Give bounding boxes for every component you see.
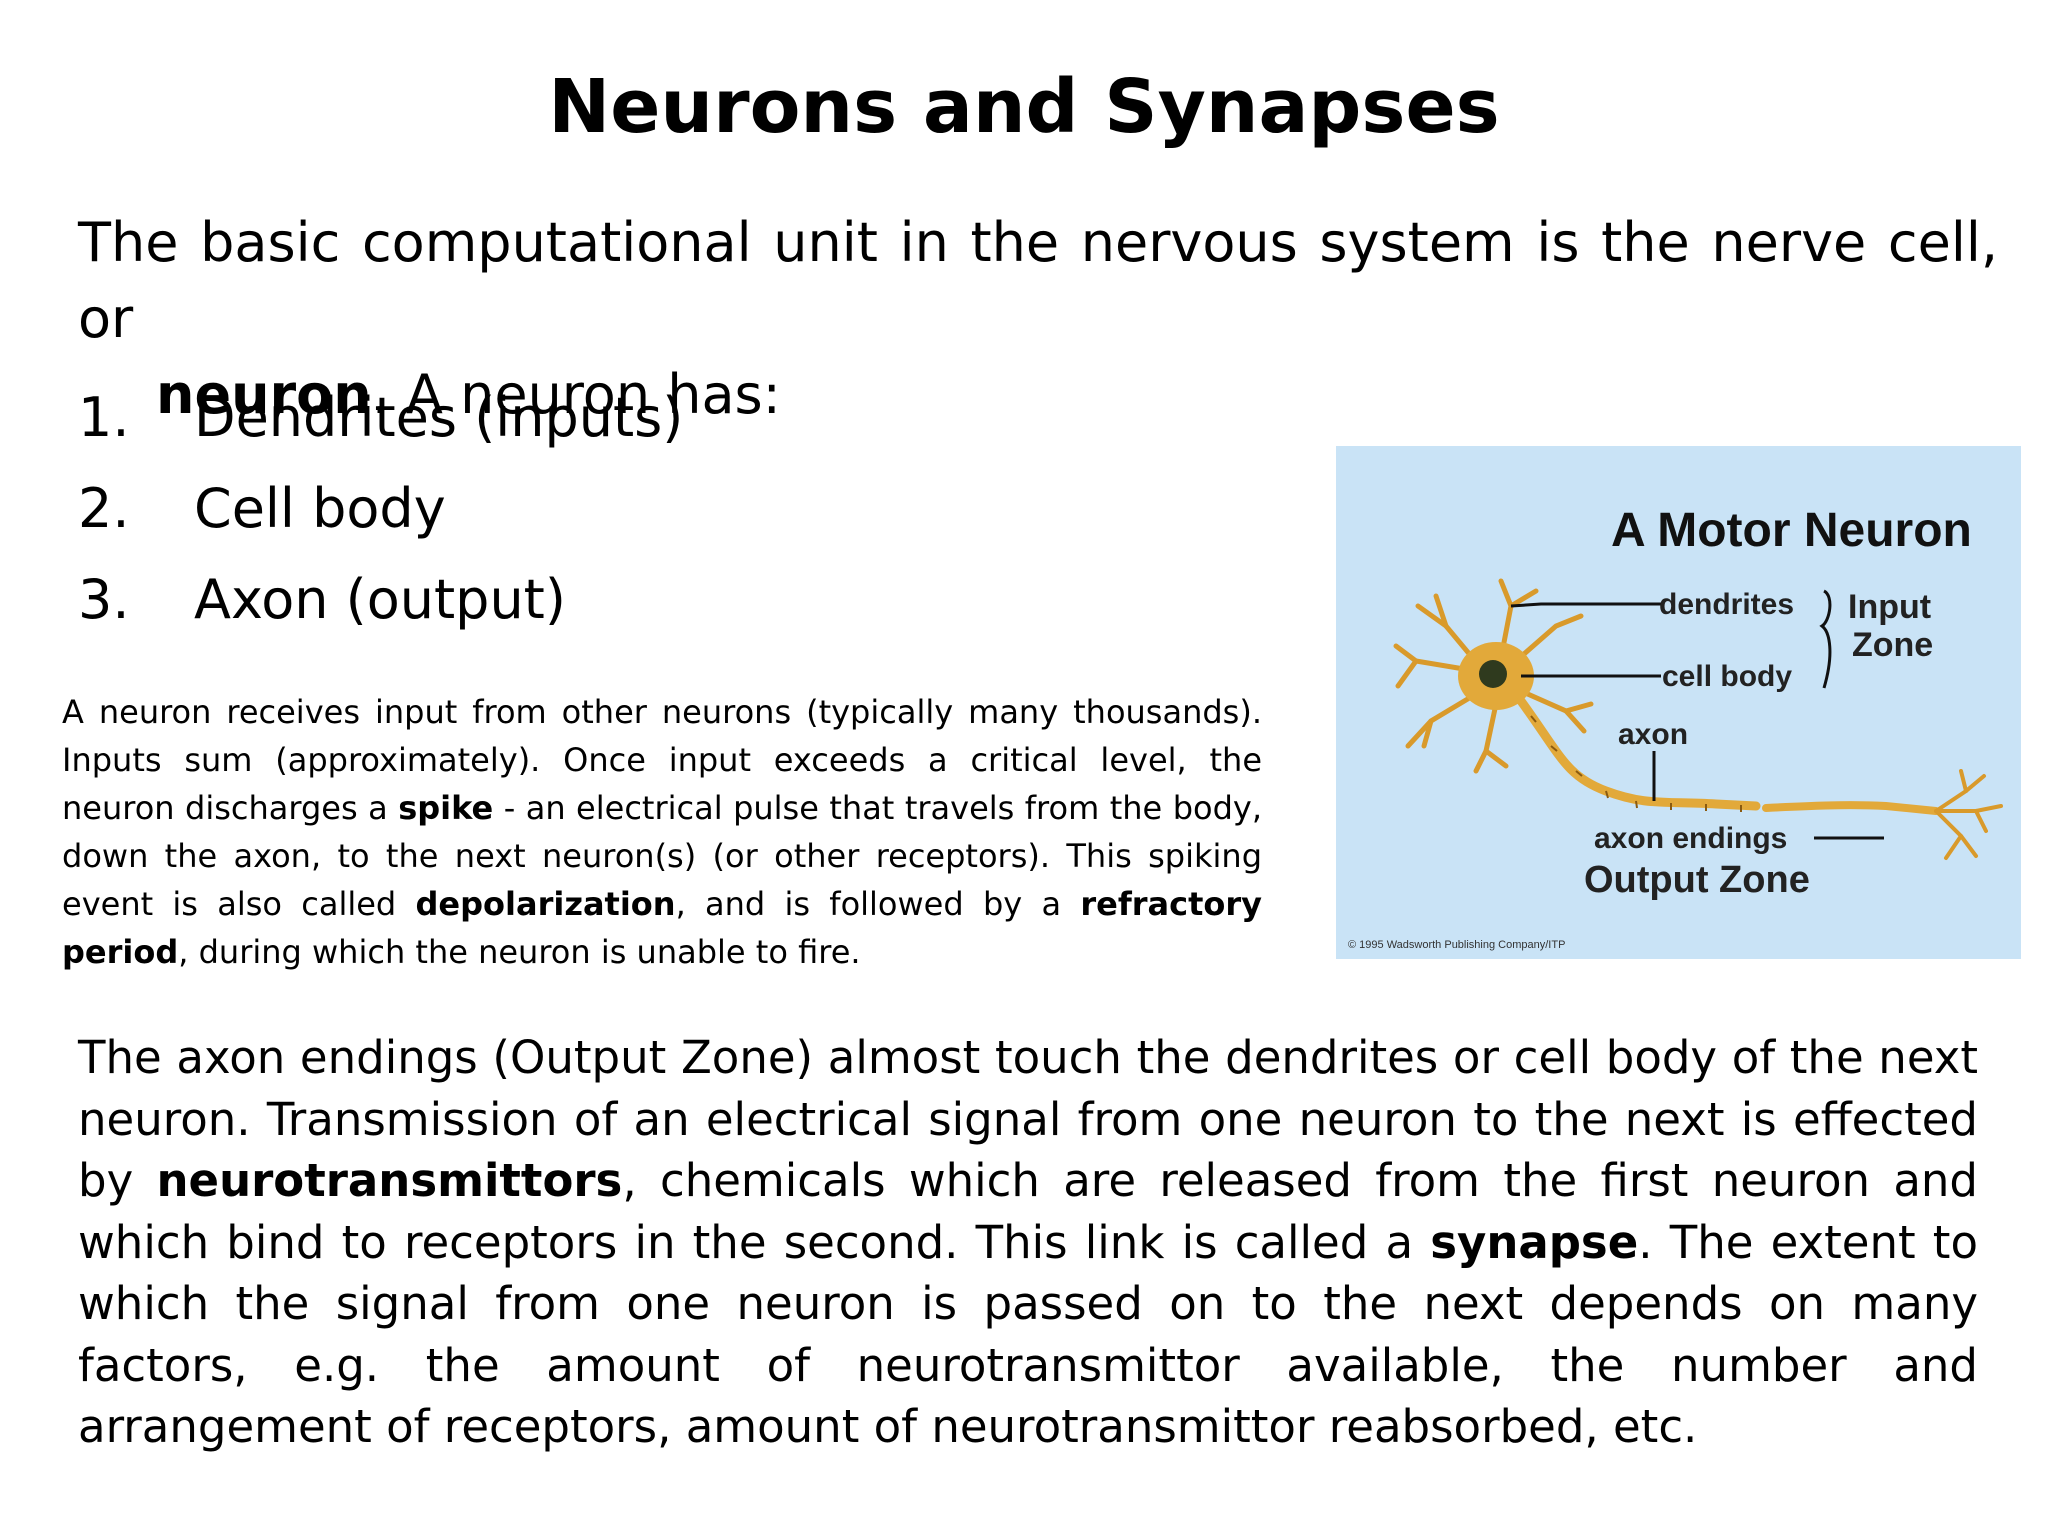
neuron-parts-list: 1. Dendrites (inputs) 2. Cell body 3. Axon … — [78, 372, 683, 645]
page-title: Neurons and Synapses — [548, 64, 1500, 150]
figure-copyright: © 1995 Wadsworth Publishing Company/ITP — [1348, 939, 1565, 951]
label-cell-body: cell body — [1662, 660, 1792, 693]
description-text: , during which the neuron is unable to f… — [178, 933, 861, 971]
axon-shape — [1516, 696, 1761, 811]
axon-endings-drawing — [1934, 769, 2003, 860]
label-axon-endings: axon endings — [1594, 822, 1787, 855]
axon-tail-shape — [1762, 801, 1940, 815]
label-pointers — [1510, 589, 1884, 840]
list-text: Cell body — [194, 477, 446, 540]
intro-paragraph: The basic computational unit in the nerv… — [78, 205, 1998, 433]
label-input: Input — [1848, 588, 1931, 626]
intro-tail: . A neuron has: — [371, 363, 781, 426]
term-neurotransmittors: neurotransmittors — [156, 1154, 623, 1207]
motor-neuron-diagram: A Motor Neuron dendrites cell body Input… — [1348, 504, 2003, 951]
neuron-description: A neuron receives input from other neuro… — [62, 688, 1262, 976]
term-synapse: synapse — [1430, 1215, 1639, 1269]
synapse-text: The axon endings (Output Zone) almost to… — [78, 1031, 1978, 1207]
label-zone: Zone — [1852, 626, 1933, 664]
synapse-text: . The extent to which the signal from on… — [78, 1215, 1978, 1454]
list-number: 3. — [78, 568, 130, 631]
dendrites-drawing — [1393, 578, 1594, 774]
term-neuron: neuron — [156, 363, 372, 426]
list-number: 1. — [78, 386, 130, 449]
motor-neuron-figure: A Motor Neuron dendrites cell body Input… — [1336, 446, 2021, 959]
figure-title: A Motor Neuron — [1611, 504, 1972, 557]
list-item: 2. Cell body — [78, 463, 683, 554]
term-refractory-period: refractory period — [62, 885, 1262, 971]
label-dendrites: dendrites — [1659, 588, 1794, 621]
synapse-paragraph: The axon endings (Output Zone) almost to… — [78, 1027, 1978, 1458]
description-text: A neuron receives input from other neuro… — [62, 693, 1262, 827]
list-item: 3. Axon (output) — [78, 554, 683, 645]
label-axon: axon — [1618, 718, 1688, 751]
axon-segments — [1530, 715, 1742, 812]
nucleus-shape — [1479, 660, 1507, 688]
description-text: - an electrical pulse that travels from … — [62, 789, 1263, 923]
list-item: 1. Dendrites (inputs) — [78, 372, 683, 463]
intro-line: The basic computational unit in the nerv… — [78, 211, 1998, 350]
list-text: Axon (output) — [194, 568, 566, 631]
list-number: 2. — [78, 477, 130, 540]
intro-line-continued: neuron. A neuron has: — [78, 357, 1998, 433]
list-text: Dendrites (inputs) — [194, 386, 684, 449]
synapse-text: , chemicals which are released from the … — [78, 1154, 1978, 1269]
term-spike: spike — [398, 789, 494, 827]
description-text: , and is followed by a — [675, 885, 1081, 923]
label-output-zone: Output Zone — [1584, 859, 1810, 901]
term-depolarization: depolarization — [415, 885, 676, 923]
